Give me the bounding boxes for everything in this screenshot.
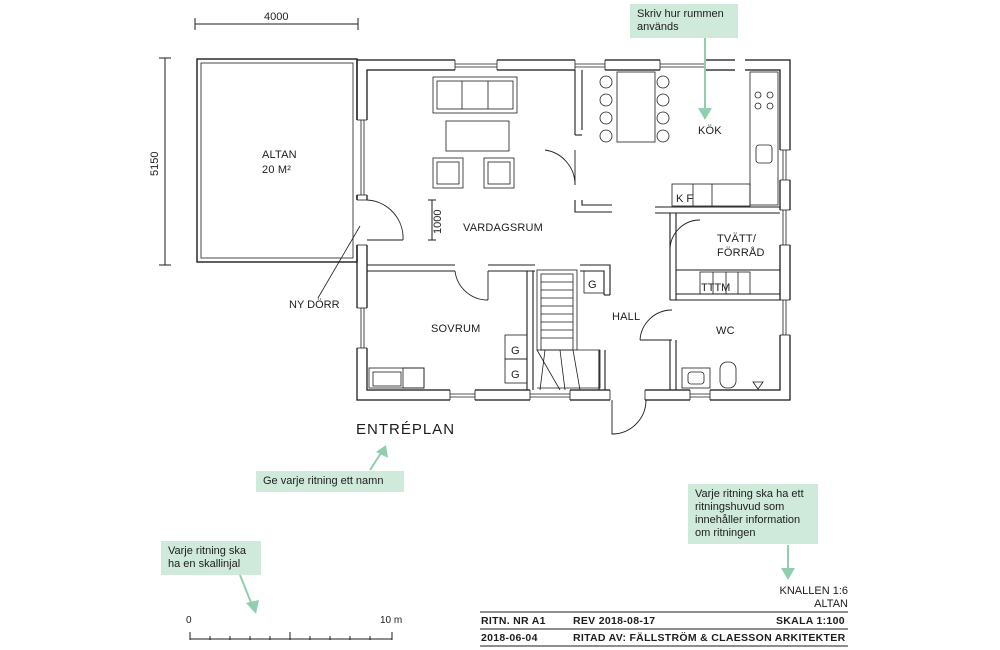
staircase — [536, 269, 601, 391]
title-block-skala: SKALA 1:100 — [776, 615, 845, 627]
callout-arrows — [239, 38, 795, 614]
windows — [356, 59, 791, 401]
exterior-walls — [356, 59, 791, 401]
dimension-height: 5150 — [149, 152, 161, 176]
doors — [366, 149, 701, 435]
scalebar-end-label: 10 m — [380, 615, 403, 626]
room-label-altan-area: 20 M² — [262, 164, 291, 176]
room-label-sovrum: SOVRUM — [431, 323, 480, 335]
callout-scale: Varje ritning ska ha en skallinjal — [161, 541, 261, 575]
interior-walls — [367, 70, 780, 390]
room-label-hall: HALL — [612, 311, 640, 323]
callout-rooms-use: Skriv hur rummen används — [630, 4, 738, 38]
room-label-kok: KÖK — [698, 125, 722, 137]
ny-dorr-leader — [317, 225, 361, 299]
room-label-wc: WC — [716, 325, 735, 337]
plan-title: ENTRÉPLAN — [356, 421, 456, 438]
title-block-ritad: RITAD AV: FÄLLSTRÖM & CLAESSON ARKITEKTE… — [573, 632, 846, 644]
kitchen-letters: K F — [676, 193, 693, 205]
room-label-vardagsrum: VARDAGSRUM — [463, 222, 543, 234]
dimension-lines — [159, 18, 436, 266]
g-label-3: G — [588, 279, 597, 291]
furniture — [368, 71, 779, 390]
title-block-lines — [480, 611, 848, 647]
scalebar-start-label: 0 — [186, 615, 192, 626]
dimension-width: 4000 — [264, 11, 288, 23]
title-block-date: 2018-06-04 — [481, 632, 538, 644]
g-label-2: G — [511, 369, 520, 381]
dimension-door: 1000 — [432, 210, 444, 234]
g-label-1: G — [511, 345, 520, 357]
title-block-rev: REV 2018-08-17 — [573, 615, 656, 627]
scale-bar — [189, 632, 393, 640]
room-label-tvatt-1: TVÄTT/ — [717, 233, 757, 245]
callout-name: Ge varje ritning ett namn — [256, 471, 404, 492]
title-block-ritn: RITN. NR A1 — [481, 615, 546, 627]
callout-title-block: Varje ritning ska ha ett ritningshuvud s… — [688, 484, 818, 544]
room-label-tvatt-2: FÖRRÅD — [717, 246, 765, 259]
title-block-knallen: KNALLEN 1:6 — [779, 585, 848, 597]
room-label-altan: ALTAN — [262, 149, 297, 161]
laundry-letters: TTTM — [701, 282, 730, 294]
title-block-altan: ALTAN — [814, 598, 848, 610]
ny-dorr-label: NY DÖRR — [289, 299, 340, 311]
